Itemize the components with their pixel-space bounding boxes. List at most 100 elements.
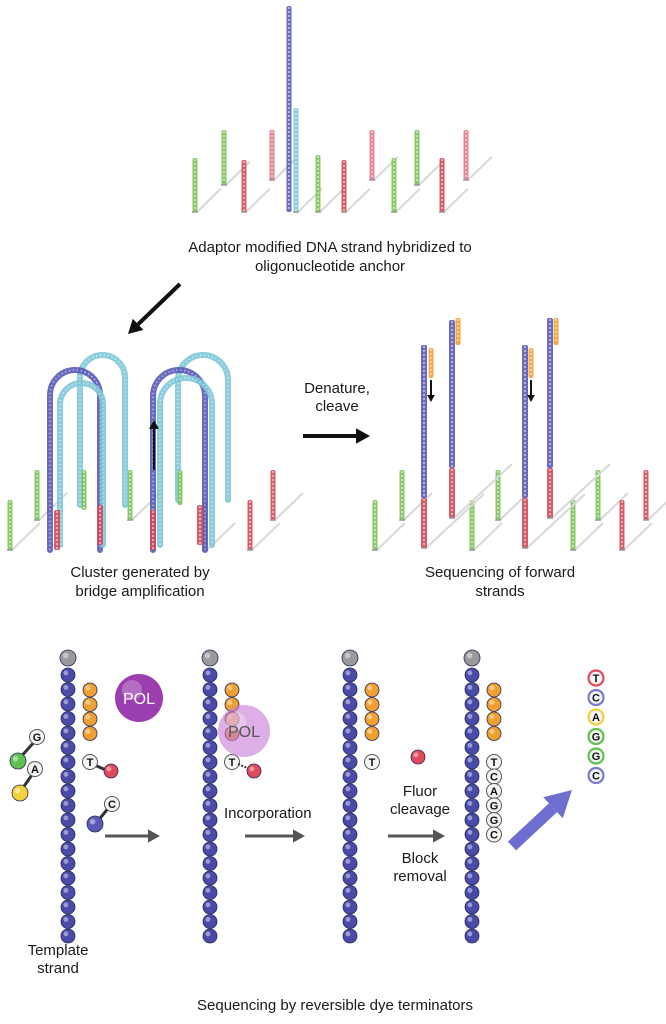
template-bead [464, 899, 480, 915]
template-bead [464, 682, 480, 697]
shadow [245, 187, 271, 213]
shadow [551, 463, 611, 519]
caption-adaptor-line1: Adaptor modified DNA strand hybridized t… [188, 239, 472, 256]
shadow [251, 522, 281, 551]
nucleotide-letter: A [592, 712, 600, 724]
nucleotide-letter: C [592, 693, 600, 705]
template-bead [60, 798, 76, 813]
template-bead [202, 798, 218, 813]
template-bead [60, 841, 76, 857]
template-bead [342, 682, 358, 697]
template-bead [60, 740, 76, 755]
template-bead [202, 769, 218, 784]
template-bead [202, 899, 218, 915]
shadow [467, 155, 493, 181]
fluor-C [86, 815, 104, 833]
bridge-base-red-1 [150, 510, 156, 550]
template-bead [342, 696, 358, 712]
shadow [599, 492, 629, 521]
template-bead [60, 885, 76, 900]
nucleotide-letter: G [490, 801, 499, 813]
template-strand-1 [59, 649, 77, 944]
nucleotide-T-step3: T [364, 754, 380, 770]
process-arrows [105, 282, 572, 851]
primer-stack-4 [486, 682, 502, 741]
template-bead [342, 667, 358, 683]
arrow-to-cluster [128, 282, 182, 334]
nucleotide-letter: A [31, 764, 39, 776]
fluor-line1: Fluor [402, 783, 438, 800]
sequencing-primer-0 [428, 348, 434, 378]
template-bead [464, 856, 480, 871]
cluster-short-strand-5 [270, 470, 276, 520]
template-bead [60, 827, 76, 842]
anchor-strand-10 [439, 158, 445, 212]
template-bead [202, 725, 218, 741]
panel-adaptor-hybridization [192, 6, 493, 213]
template-bead [60, 870, 76, 886]
template-bead [342, 754, 358, 770]
template-bead [464, 870, 480, 886]
anchor-strand-3 [269, 130, 275, 180]
template-bead [202, 841, 218, 857]
template-bead [342, 740, 358, 755]
incorporated-nucleotide-2: A [486, 783, 502, 799]
primer-stack-1 [82, 682, 98, 741]
shadow [319, 187, 345, 213]
forward-short-strand-0 [372, 500, 378, 550]
sequencing-primer-3 [553, 318, 559, 345]
fluor-T [103, 763, 119, 779]
incorporated-nucleotide-4: G [486, 812, 502, 828]
template-bead [342, 812, 358, 828]
incorporated-nucleotide-5: C [486, 826, 502, 843]
anchor-strand-11 [463, 130, 469, 180]
template-bead [60, 914, 76, 929]
template-bead [342, 899, 358, 915]
template-bead [342, 914, 358, 929]
primer-bead [364, 726, 380, 741]
shadow [473, 522, 503, 551]
template-bead [464, 798, 480, 813]
template-bead [60, 682, 76, 697]
read-nucleotide-1: C [587, 688, 605, 707]
caption-adaptor: Adaptor modified DNA strand hybridized t… [110, 238, 550, 276]
template-bead [60, 711, 76, 726]
template-bead [202, 740, 218, 755]
caption-cluster-line1: Cluster generated by [70, 564, 210, 581]
nucleotide-T-bound: T [82, 754, 98, 770]
template-bead [464, 740, 480, 755]
shadow [647, 501, 666, 521]
arrow-step-1 [105, 829, 160, 843]
primer-bead [486, 726, 502, 741]
template-bead [202, 870, 218, 886]
hybridized-dna-strand [286, 6, 292, 212]
incorporated-nucleotide-1: C [486, 768, 502, 785]
primer-bead [486, 682, 502, 698]
fluor-A [11, 784, 29, 802]
read-nucleotide-0: T [587, 669, 605, 687]
shadow [623, 522, 653, 551]
cluster-short-strand-2 [127, 470, 133, 520]
bridge-base-red-0 [54, 510, 60, 550]
template-bead [342, 783, 358, 799]
anchor-strand-4 [293, 108, 299, 212]
nucleotide-letter: G [592, 751, 601, 763]
template-bead [202, 711, 218, 726]
caption-cluster: Cluster generated by bridge amplificatio… [20, 563, 260, 601]
anchor-strand-2 [241, 160, 247, 212]
denature-line2: cleave [315, 398, 359, 415]
template-bead [202, 827, 218, 842]
template-cap [341, 649, 359, 667]
caption-adaptor-line2: oligonucleotide anchor [254, 258, 406, 275]
template-bead [464, 783, 480, 799]
template-bead [60, 783, 76, 799]
template-bead [464, 928, 480, 944]
anchor-strand-0 [192, 158, 198, 212]
block-removal-label: Block removal [385, 850, 455, 886]
cluster-short-strand-0 [7, 500, 13, 550]
bridge-front-2b [157, 375, 215, 548]
extension-arrow-1 [427, 380, 435, 402]
cleavable-linker [237, 763, 253, 771]
forward-strand-base-3 [547, 468, 553, 518]
anchor-strand-9 [414, 130, 420, 185]
